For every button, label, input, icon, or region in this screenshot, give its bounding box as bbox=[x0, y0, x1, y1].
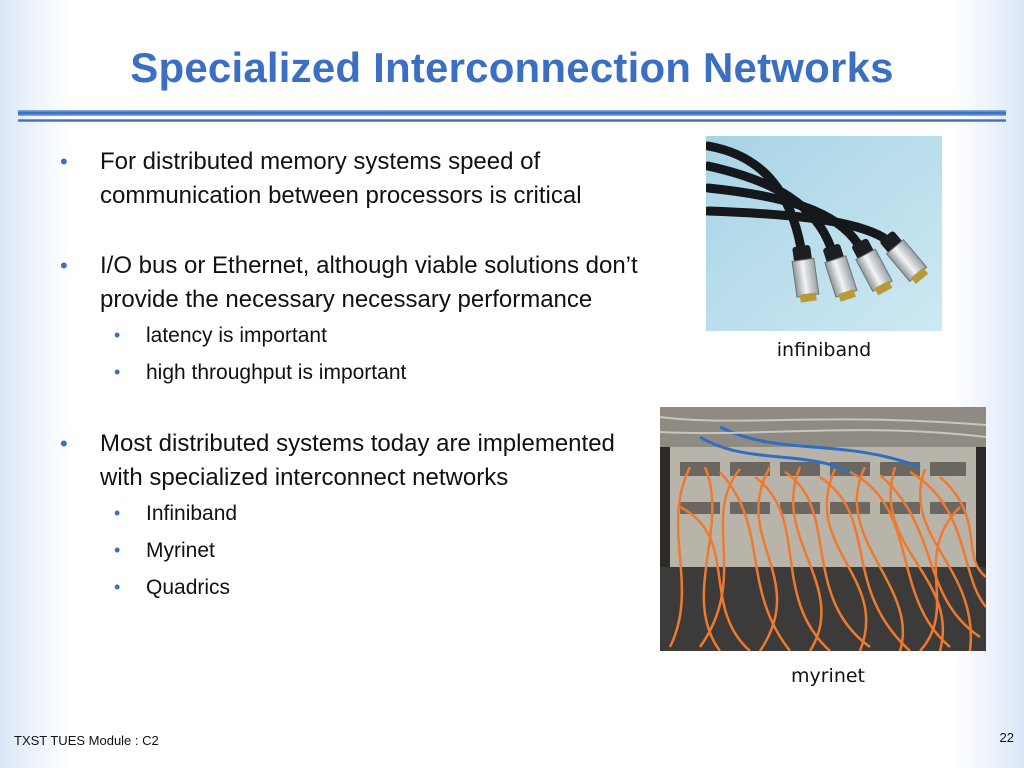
bullet-list: • For distributed memory systems speed o… bbox=[60, 145, 650, 606]
sub-bullet-text: high throughput is important bbox=[146, 361, 407, 384]
title-divider bbox=[18, 110, 1006, 116]
sub-bullet-text: Infiniband bbox=[146, 502, 238, 525]
sub-bullet-text: latency is important bbox=[146, 324, 327, 347]
sub-bullet-item: • Quadrics bbox=[114, 569, 650, 606]
sub-bullet-item: • Myrinet bbox=[114, 532, 650, 569]
bullet-text: I/O bus or Ethernet, although viable sol… bbox=[100, 252, 638, 313]
bullet-dot-icon: • bbox=[114, 362, 121, 382]
page-number: 22 bbox=[999, 730, 1014, 745]
myrinet-switch-photo bbox=[660, 407, 986, 651]
footer-text: TXST TUES Module : C2 bbox=[14, 733, 159, 748]
bullet-dot-icon: • bbox=[60, 253, 68, 278]
infiniband-cable-photo bbox=[706, 136, 942, 331]
bullet-dot-icon: • bbox=[60, 149, 68, 174]
bullet-dot-icon: • bbox=[114, 540, 121, 560]
bullet-text: For distributed memory systems speed of … bbox=[100, 148, 582, 209]
bullet-dot-icon: • bbox=[114, 325, 121, 345]
infiniband-caption: infiniband bbox=[776, 339, 872, 361]
sub-bullet-item: • Infiniband bbox=[114, 495, 650, 532]
sub-bullet-text: Quadrics bbox=[146, 576, 231, 599]
bullet-item: • For distributed memory systems speed o… bbox=[60, 145, 650, 213]
sub-bullet-item: • latency is important bbox=[114, 317, 650, 354]
bullet-text: Most distributed systems today are imple… bbox=[100, 430, 615, 491]
sub-bullet-item: • high throughput is important bbox=[114, 354, 650, 391]
myrinet-caption: myrinet bbox=[790, 665, 866, 687]
bullet-dot-icon: • bbox=[60, 431, 68, 456]
bullet-item: • Most distributed systems today are imp… bbox=[60, 427, 650, 495]
sub-bullet-text: Myrinet bbox=[146, 539, 215, 562]
bullet-dot-icon: • bbox=[114, 577, 121, 597]
slide-title: Specialized Interconnection Networks bbox=[130, 44, 894, 91]
bullet-item: • I/O bus or Ethernet, although viable s… bbox=[60, 249, 650, 317]
title-divider-thin bbox=[18, 119, 1006, 122]
bullet-dot-icon: • bbox=[114, 503, 121, 523]
